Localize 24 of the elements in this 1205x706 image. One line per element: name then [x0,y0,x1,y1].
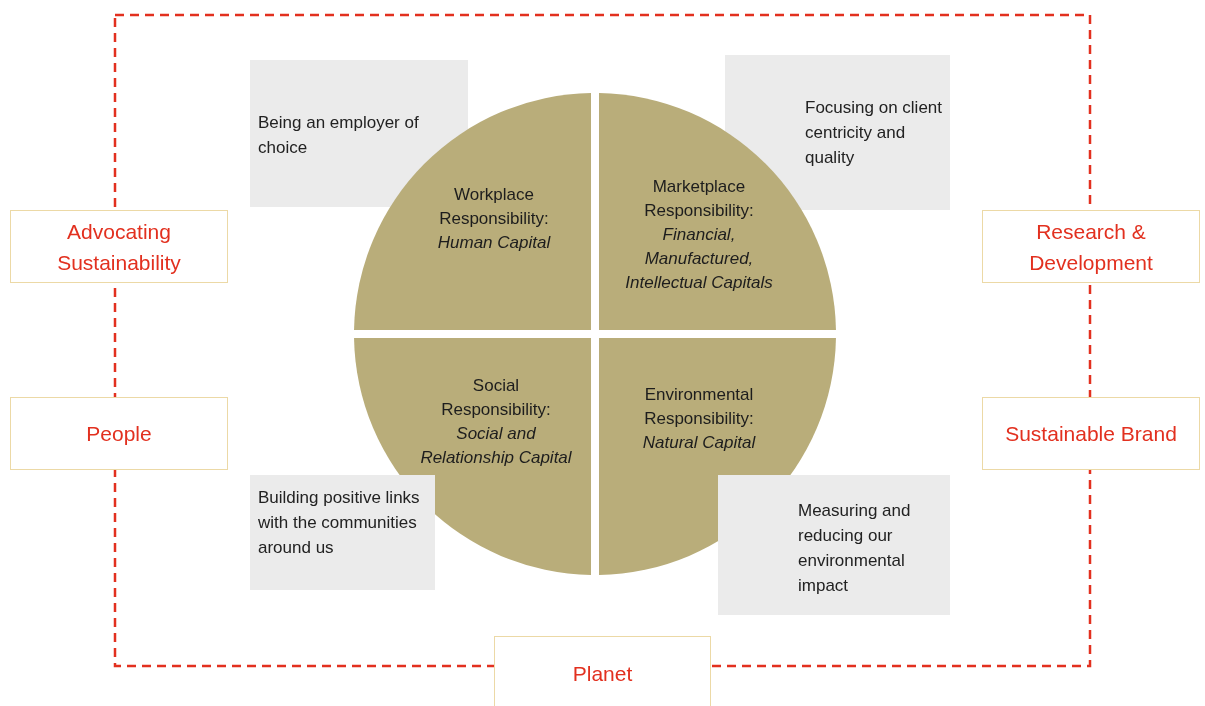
label-box [982,397,1200,470]
label-box [10,397,228,470]
label-box [494,636,711,706]
quadrant-title: Social Responsibility: [440,375,552,421]
box-text: Sustainable Brand [1005,421,1177,447]
capital-label: Social and Relationship Capital [419,423,573,469]
box-text: Measuring and reducing our environmental impact [798,501,911,595]
note-box [718,475,950,615]
box-text: Planet [572,661,633,687]
box-text: People [86,421,152,447]
capital-label: Natural Capital [641,432,757,454]
quadrant-title: Marketplace Responsibility: [643,176,755,222]
box-text: Being an employer of choice [258,113,419,157]
box-text: Advocating Sustainability [56,218,182,276]
box-text: Building positive links with the communities around us [258,488,420,557]
capital-label: Financial, Manufactured, Intellectual Capitals [624,224,774,294]
note-box [250,475,435,590]
label-box [982,210,1200,283]
box-text: Research & Development [1028,218,1154,276]
box-text: Focusing on client centricity and quality [805,98,943,167]
capital-label: Human Capital [436,232,552,254]
label-box [10,210,228,283]
quadrant-title: Environmental Responsibility: [643,384,755,430]
quadrant-title: Workplace Responsibility: [438,184,550,230]
